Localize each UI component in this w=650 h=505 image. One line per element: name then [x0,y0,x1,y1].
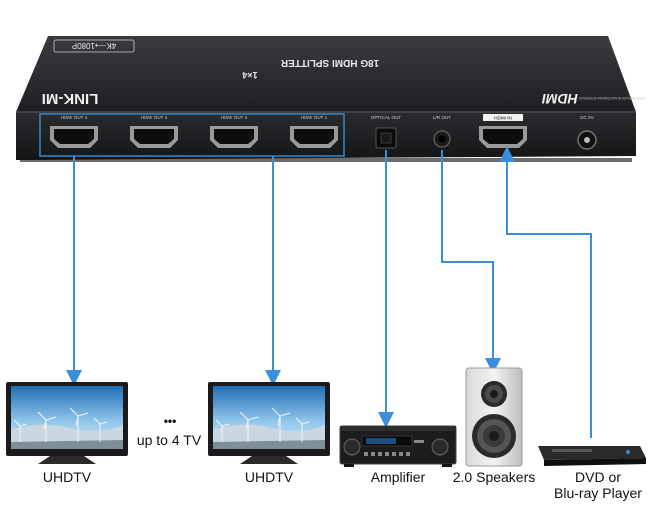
hdmi-splitter-device: 4K⟶1080P 18G HDMI SPLITTER 1×4 LINK-MI H… [16,36,645,162]
up-to-4-tv-label: up to 4 TV [136,432,202,448]
connection-lines [66,146,592,438]
hdmi-logo-tagline: HIGH-DEFINITION MULTIMEDIA INTERFACE [579,96,645,100]
tv2-label: UHDTV [244,469,294,485]
optical-out-port [375,127,397,149]
port-label-hdmi-out-3: HDMI OUT 3 [141,115,168,120]
hdmi-out-3-port [130,126,178,148]
hdmi-logo: HDMI HIGH-DEFINITION MULTIMEDIA INTERFAC… [541,91,645,107]
brand-logo: LINK-MI [42,90,99,107]
hdmi-out-4-port [50,126,98,148]
port-label-optical-out: OPTICAL OUT [371,115,402,120]
player-label-line1: DVD or [575,469,621,485]
port-label-dc-5v: DC 5V [580,115,594,120]
line-lr-to-speakers [441,150,501,374]
hdmi-in-port [479,126,527,148]
svg-text:HDMI: HDMI [541,91,578,107]
player-label-line2: Blu-ray Player [554,485,642,501]
port-label-hdmi-out-4: HDMI OUT 4 [61,115,88,120]
speaker [465,367,523,467]
port-label-lr-out: L/R OUT [433,115,451,120]
ellipsis-dots: ••• [163,414,177,428]
uhdtv-2 [208,382,330,464]
speakers-label: 2.0 Speakers [452,469,536,485]
tv1-label: UHDTV [42,469,92,485]
port-label-hdmi-out-1: HDMI OUT 1 [301,115,328,120]
device-title: 18G HDMI SPLITTER [280,57,379,68]
hdmi-out-2-port [210,126,258,148]
amplifier [339,425,457,467]
bluray-player [538,446,646,466]
outputs-highlight-box [39,113,345,157]
device-subtitle: 1×4 [242,70,257,80]
port-label-hdmi-in: HDMI IN [494,116,512,121]
resolution-badge: 4K⟶1080P [72,41,116,50]
uhdtv-1 [6,382,128,464]
lr-out-jack [433,130,451,148]
hdmi-out-1-port [290,126,338,148]
dc-power-jack [577,130,597,150]
port-label-hdmi-out-2: HDMI OUT 2 [221,115,248,120]
amplifier-label: Amplifier [370,469,426,485]
line-player-to-hdmi-in [499,146,592,438]
